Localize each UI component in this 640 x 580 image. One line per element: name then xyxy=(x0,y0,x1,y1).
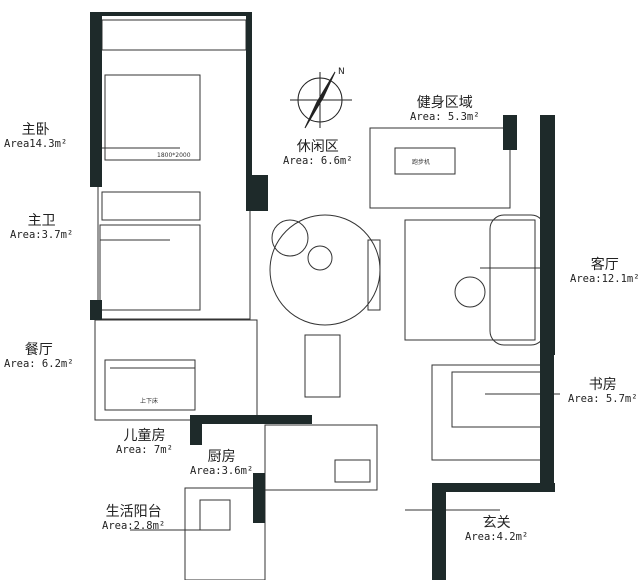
kids-room-outline xyxy=(94,319,258,421)
wall xyxy=(90,12,102,187)
bunk-bed xyxy=(104,359,196,411)
lounge-circle xyxy=(269,214,381,326)
master-bed xyxy=(104,74,201,161)
bunk-bed-label: 上下床 xyxy=(140,398,159,405)
treadmill xyxy=(394,147,456,175)
treadmill-label: 跑步机 xyxy=(412,159,431,166)
bathroom xyxy=(99,224,201,311)
dining-table xyxy=(304,334,341,398)
lounge-chair xyxy=(271,219,309,257)
side-table xyxy=(307,245,333,271)
balcony-outline xyxy=(184,487,266,580)
kitchen-outline xyxy=(264,424,378,491)
living-rug xyxy=(404,219,536,341)
desk xyxy=(451,371,548,428)
study-outline xyxy=(431,364,551,461)
stove xyxy=(334,459,371,483)
tv-cabinet xyxy=(367,239,381,311)
gym-outline xyxy=(369,127,511,209)
sofa xyxy=(489,214,546,346)
coffee-table xyxy=(454,276,486,308)
closet xyxy=(101,191,201,221)
compass-north-label: N xyxy=(338,67,345,77)
wardrobe xyxy=(101,19,247,51)
bed-size-label: 1800*2000 xyxy=(157,152,191,159)
compass xyxy=(290,71,352,129)
master-bedroom-outline xyxy=(97,13,251,320)
washer xyxy=(199,499,231,531)
